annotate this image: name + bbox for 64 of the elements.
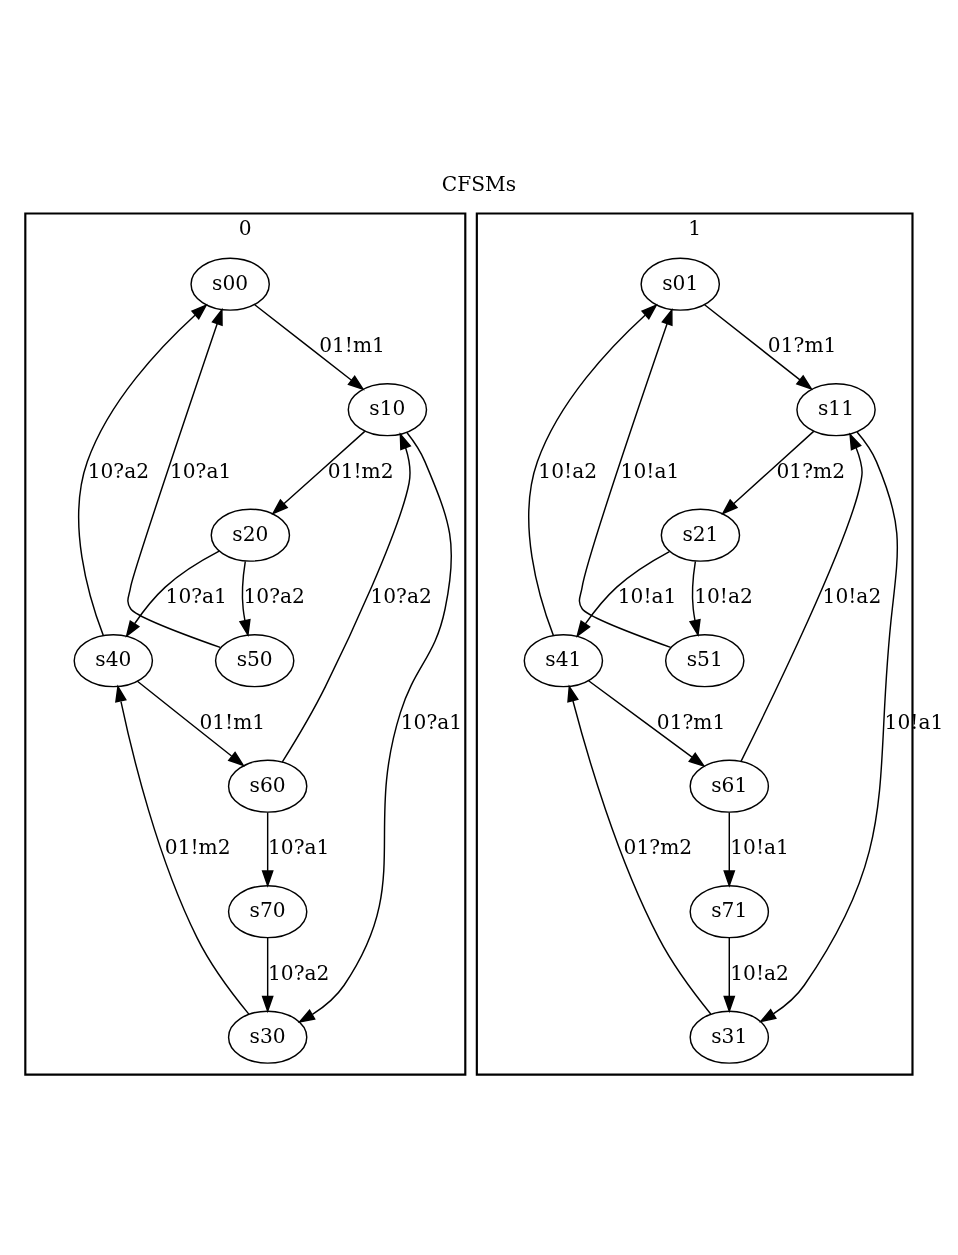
- arrow: [567, 684, 712, 1015]
- edge-label: 10?a2: [87, 458, 150, 483]
- arrow: [723, 811, 736, 888]
- arrow: [136, 680, 245, 767]
- edge-label: 01?m2: [776, 458, 846, 483]
- edge-label: 10?a1: [165, 584, 227, 609]
- edge-label: 10!a2: [730, 960, 789, 985]
- edge-label: 01?m2: [623, 835, 693, 860]
- arrow: [281, 432, 412, 763]
- edge-label: 01?m1: [767, 333, 837, 358]
- edge-label: 01?m1: [656, 709, 726, 734]
- edge-label: 10!a1: [620, 458, 680, 483]
- arrow: [261, 811, 274, 888]
- arrow: [740, 432, 863, 763]
- edge-label: 10?a1: [400, 709, 463, 734]
- node-ellipse: s70: [227, 885, 308, 939]
- node-ellipse: s60: [227, 759, 308, 813]
- edge-label: 01!m2: [164, 835, 231, 860]
- arrow: [759, 431, 899, 1023]
- node-ellipse: s20: [210, 508, 291, 562]
- node-ellipse: s61: [689, 759, 770, 813]
- arrow: [78, 303, 208, 637]
- arrow: [723, 937, 736, 1014]
- edge-label: 10!a1: [730, 835, 789, 860]
- edge-label: 10?a2: [267, 960, 330, 985]
- edge-label: 10?a2: [370, 584, 432, 609]
- node-ellipse: s71: [689, 885, 770, 939]
- node-ellipse: s01: [640, 257, 721, 311]
- edge-label: 10!a2: [694, 584, 753, 609]
- node-ellipse: s31: [689, 1010, 770, 1064]
- arrow: [703, 304, 814, 391]
- arrow: [125, 550, 220, 638]
- node-ellipse: s10: [347, 383, 428, 437]
- arrow: [297, 431, 453, 1024]
- node-ellipse: s51: [664, 634, 745, 688]
- diagram-title: CFSMs: [441, 171, 517, 196]
- edge-label: 01!m1: [199, 709, 266, 734]
- node-ellipse: s00: [190, 257, 270, 311]
- arrow: [271, 430, 366, 515]
- arrow: [721, 430, 815, 515]
- arrow: [238, 560, 251, 637]
- node-ellipse: s50: [214, 634, 295, 688]
- edge-label: 10?a2: [243, 584, 305, 609]
- arrow: [576, 550, 671, 638]
- edge-label: 10!a2: [822, 584, 882, 609]
- edge-label: 10!a2: [538, 458, 598, 483]
- edge-label: 10?a1: [267, 835, 330, 860]
- node-ellipse: s21: [660, 508, 741, 562]
- edge-label: 10!a1: [617, 584, 677, 609]
- edge-label: 10?a1: [169, 458, 232, 483]
- arrow: [115, 684, 250, 1015]
- arrow: [261, 937, 274, 1014]
- node-ellipse: s40: [73, 634, 154, 688]
- node-ellipse: s41: [523, 634, 604, 688]
- arrow: [528, 303, 658, 637]
- node-ellipse: s30: [227, 1010, 308, 1064]
- edge-label: 01!m2: [327, 458, 394, 483]
- arrow: [254, 304, 365, 391]
- arrow: [587, 680, 706, 768]
- arrow: [578, 307, 673, 649]
- arrow: [688, 560, 701, 637]
- node-ellipse: s11: [796, 383, 876, 437]
- edge-label: 01!m1: [319, 333, 385, 358]
- arrow: [127, 307, 223, 649]
